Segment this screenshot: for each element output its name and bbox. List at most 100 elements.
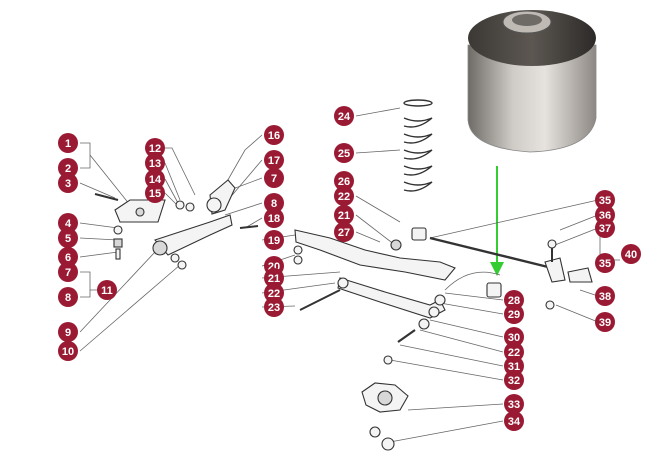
part-marker: 31	[504, 356, 524, 376]
marker-label: 13	[149, 158, 161, 170]
part-marker: 24	[334, 106, 354, 126]
part-marker: 5	[58, 228, 78, 248]
marker-circle	[504, 394, 524, 414]
marker-circle	[264, 268, 284, 288]
marker-circle	[58, 262, 78, 282]
part-marker: 40	[621, 244, 641, 264]
part-marker: 32	[504, 370, 524, 390]
part-marker: 28	[504, 290, 524, 310]
marker-circle	[621, 244, 641, 264]
marker-circle	[595, 286, 615, 306]
marker-circle	[504, 342, 524, 362]
part-marker: 6	[58, 247, 78, 267]
part-marker: 26	[334, 171, 354, 191]
part-marker: 35	[595, 190, 615, 210]
marker-label: 10	[62, 346, 74, 358]
marker-circle	[58, 213, 78, 233]
marker-circle	[145, 169, 165, 189]
part-marker: 35	[595, 253, 615, 273]
marker-label: 8	[271, 198, 277, 210]
marker-label: 25	[338, 148, 350, 160]
part-marker: 38	[595, 286, 615, 306]
marker-circle	[58, 247, 78, 267]
part-marker: 10	[58, 341, 78, 361]
marker-label: 6	[65, 252, 71, 264]
marker-label: 22	[338, 191, 350, 203]
marker-label: 21	[338, 210, 350, 222]
marker-label: 19	[268, 235, 280, 247]
part-marker: 15	[145, 183, 165, 203]
part-marker: 7	[58, 262, 78, 282]
part-marker: 17	[264, 150, 284, 170]
marker-circle	[264, 125, 284, 145]
marker-label: 22	[268, 288, 280, 300]
part-marker: 23	[264, 297, 284, 317]
marker-label: 9	[65, 327, 71, 339]
marker-circle	[595, 253, 615, 273]
marker-circle	[595, 312, 615, 332]
marker-circle	[58, 228, 78, 248]
green-arrow-down-icon	[490, 166, 504, 276]
part-marker: 11	[97, 280, 117, 300]
marker-label: 8	[65, 292, 71, 304]
marker-label: 26	[338, 176, 350, 188]
part-marker: 18	[264, 208, 284, 228]
marker-label: 7	[65, 267, 71, 279]
marker-label: 15	[149, 188, 161, 200]
marker-label: 5	[65, 233, 71, 245]
marker-label: 32	[508, 375, 520, 387]
marker-circle	[334, 143, 354, 163]
part-marker: 7	[264, 168, 284, 188]
marker-circle	[504, 304, 524, 324]
part-marker: 8	[58, 287, 78, 307]
marker-circle	[334, 171, 354, 191]
marker-label: 35	[599, 258, 611, 270]
marker-circle	[145, 153, 165, 173]
part-marker: 22	[334, 186, 354, 206]
marker-label: 38	[599, 291, 611, 303]
marker-circle	[58, 173, 78, 193]
suspension-parts	[94, 99, 593, 451]
marker-label: 37	[599, 223, 611, 235]
marker-circle	[264, 297, 284, 317]
marker-label: 17	[268, 155, 280, 167]
marker-circle	[58, 158, 78, 178]
part-marker: 22	[264, 283, 284, 303]
part-marker: 16	[264, 125, 284, 145]
marker-label: 7	[271, 173, 277, 185]
marker-label: 29	[508, 309, 520, 321]
marker-label: 40	[625, 249, 637, 261]
part-marker: 33	[504, 394, 524, 414]
part-marker: 34	[504, 411, 524, 431]
marker-label: 2	[65, 163, 71, 175]
marker-circle	[264, 168, 284, 188]
marker-label: 28	[508, 295, 520, 307]
marker-circle	[58, 322, 78, 342]
marker-circle	[264, 283, 284, 303]
part-marker: 21	[264, 268, 284, 288]
marker-circle	[145, 183, 165, 203]
marker-label: 30	[508, 332, 520, 344]
marker-circle	[334, 222, 354, 242]
marker-circle	[504, 370, 524, 390]
marker-circle	[334, 106, 354, 126]
part-marker: 29	[504, 304, 524, 324]
marker-circle	[58, 341, 78, 361]
marker-label: 1	[65, 138, 71, 150]
marker-circle	[334, 205, 354, 225]
marker-label: 4	[65, 218, 72, 230]
marker-label: 14	[149, 174, 162, 186]
part-marker: 13	[145, 153, 165, 173]
marker-label: 27	[338, 227, 350, 239]
part-marker: 21	[334, 205, 354, 225]
marker-label: 34	[508, 416, 521, 428]
marker-circle	[264, 150, 284, 170]
marker-circle	[58, 287, 78, 307]
marker-circle	[595, 190, 615, 210]
part-marker: 19	[264, 230, 284, 250]
part-marker: 22	[504, 342, 524, 362]
part-marker: 25	[334, 143, 354, 163]
part-marker: 12	[145, 138, 165, 158]
marker-label: 16	[268, 130, 280, 142]
marker-circle	[264, 193, 284, 213]
